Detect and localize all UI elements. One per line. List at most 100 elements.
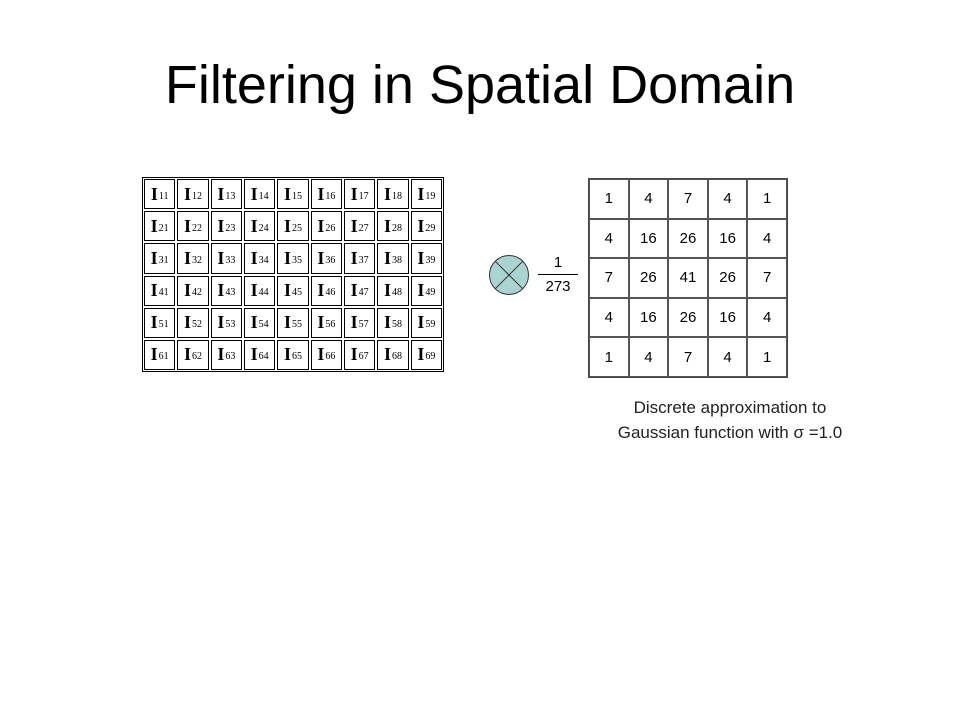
pixel-index: 42 [192, 287, 202, 299]
kernel-cell: 16 [707, 218, 748, 259]
pixel-index: 46 [325, 287, 336, 299]
pixel-index: 53 [225, 319, 236, 331]
kernel-cell: 1 [747, 179, 787, 219]
pixel-index: 56 [325, 319, 336, 331]
pixel-symbol: I [217, 215, 225, 236]
pixel-symbol: I [417, 280, 425, 301]
pixel-symbol: I [183, 183, 191, 204]
pixel-index: 21 [158, 222, 169, 234]
pixel-symbol: I [150, 344, 158, 365]
pixel-symbol: I [183, 312, 191, 333]
pixel-symbol: I [217, 280, 225, 301]
pixel-symbol: I [250, 247, 258, 268]
pixel-symbol: I [150, 247, 158, 268]
pixel-index: 69 [425, 351, 436, 363]
pixel-index: 17 [358, 190, 369, 202]
pixel-index: 51 [158, 319, 169, 331]
fraction-numerator: 1 [553, 254, 563, 271]
kernel-cell: 16 [628, 297, 669, 338]
pixel-symbol: I [183, 247, 191, 268]
kernel-cell: 4 [589, 297, 629, 338]
pixel-index: 45 [292, 287, 302, 299]
kernel-cell: 4 [747, 218, 787, 259]
pixel-index: 25 [292, 222, 302, 234]
pixel-symbol: I [283, 312, 291, 333]
pixel-symbol: I [417, 247, 425, 268]
pixel-index: 15 [292, 190, 302, 202]
kernel-cell: 26 [707, 258, 748, 298]
pixel-index: 43 [225, 287, 236, 299]
pixel-symbol: I [183, 344, 191, 365]
kernel-cell: 1 [589, 337, 629, 377]
pixel-symbol: I [217, 247, 225, 268]
kernel-cell: 4 [707, 179, 748, 219]
pixel-symbol: I [317, 183, 325, 204]
pixel-symbol: I [383, 215, 391, 236]
pixel-index: 22 [192, 222, 202, 234]
pixel-symbol: I [317, 280, 325, 301]
kernel-cell: 7 [747, 258, 787, 298]
pixel-symbol: I [250, 312, 258, 333]
kernel-cell: 26 [668, 297, 708, 338]
pixel-index: 52 [192, 319, 202, 331]
pixel-index: 67 [358, 351, 369, 363]
pixel-symbol: I [250, 344, 258, 365]
pixel-index: 13 [225, 190, 236, 202]
pixel-index: 14 [258, 190, 269, 202]
pixel-symbol: I [383, 312, 391, 333]
pixel-symbol: I [350, 215, 358, 236]
pixel-symbol: I [283, 183, 291, 204]
pixel-index: 24 [258, 222, 269, 234]
pixel-symbol: I [317, 312, 325, 333]
pixel-symbol: I [250, 280, 258, 301]
pixel-index: 37 [358, 254, 369, 266]
pixel-symbol: I [317, 344, 325, 365]
slide-title: Filtering in Spatial Domain [164, 55, 796, 115]
pixel-symbol: I [283, 215, 291, 236]
pixel-symbol: I [350, 344, 358, 365]
pixel-symbol: I [350, 247, 358, 268]
kernel-cell: 4 [589, 218, 629, 259]
pixel-index: 31 [158, 254, 169, 266]
pixel-index: 55 [292, 319, 302, 331]
kernel-cell: 16 [707, 297, 748, 338]
pixel-index: 16 [325, 190, 336, 202]
kernel-cell: 41 [668, 258, 708, 298]
kernel-cell: 4 [707, 337, 748, 377]
pixel-symbol: I [383, 247, 391, 268]
kernel-cell: 4 [628, 179, 669, 219]
pixel-index: 28 [392, 222, 402, 234]
caption-line-1: Discrete approximation to [633, 398, 827, 417]
pixel-index: 59 [425, 319, 436, 331]
